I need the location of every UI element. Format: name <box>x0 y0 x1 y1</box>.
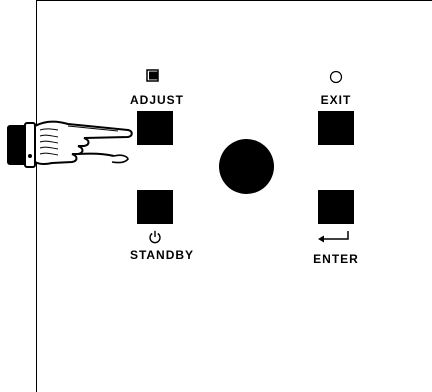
control-panel-outline <box>36 0 432 392</box>
enter-label: ENTER <box>313 252 359 266</box>
adjust-button[interactable] <box>137 111 173 145</box>
center-knob[interactable] <box>219 139 274 194</box>
exit-label: EXIT <box>321 93 352 107</box>
adjust-label: ADJUST <box>130 93 184 107</box>
adjust-square-icon <box>146 69 160 82</box>
enter-button[interactable] <box>318 190 354 224</box>
power-icon <box>148 230 162 244</box>
exit-button[interactable] <box>318 111 354 145</box>
pointing-hand-icon <box>6 112 136 172</box>
standby-label: STANDBY <box>130 248 194 262</box>
standby-button[interactable] <box>137 190 173 224</box>
enter-return-icon <box>317 230 351 244</box>
exit-circle-icon <box>329 70 343 84</box>
